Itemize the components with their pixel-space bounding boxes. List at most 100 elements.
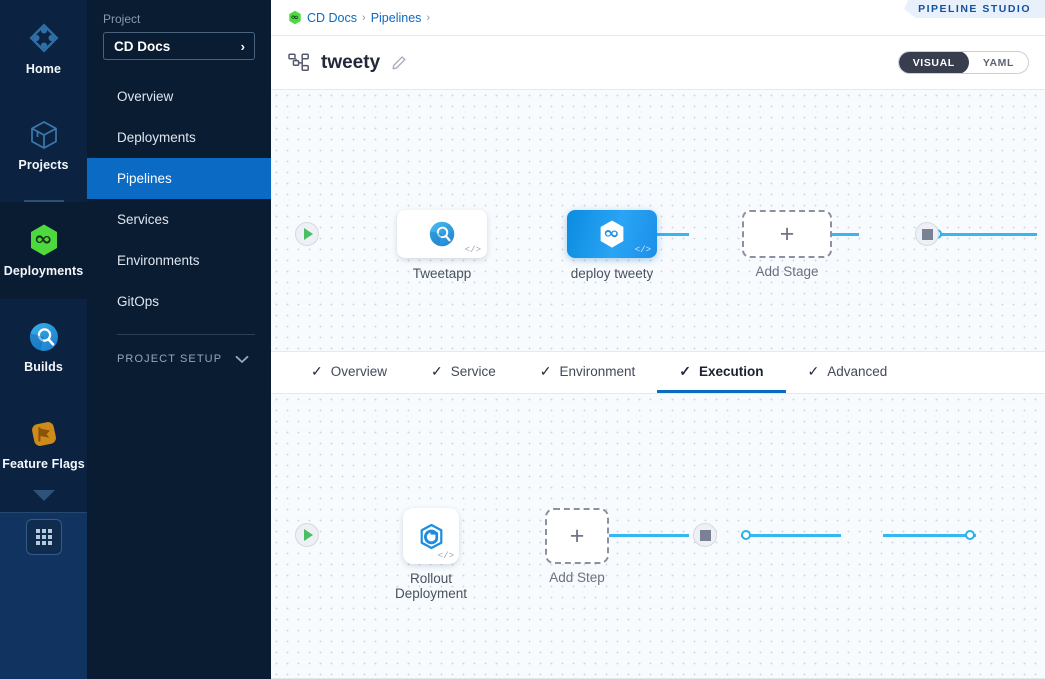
sidebar-item-gitops[interactable]: GitOps (87, 281, 271, 322)
grid-apps-icon (35, 529, 52, 545)
execution-start-node (295, 523, 319, 547)
home-diamond-icon (27, 21, 61, 55)
project-selector[interactable]: CD Docs › (103, 32, 255, 60)
stage-node-deploy-tweety[interactable]: </> deploy tweety (567, 210, 657, 281)
rail-item-home[interactable]: Home (0, 0, 87, 97)
stage-node-label: Tweetapp (412, 266, 472, 281)
tab-execution[interactable]: ✓ Execution (657, 352, 786, 393)
stop-end-icon (915, 222, 939, 246)
rail-item-projects[interactable]: Projects (0, 97, 87, 194)
add-step-label: Add Step (549, 570, 605, 585)
builds-magnifier-icon (28, 321, 60, 353)
sidebar-item-deployments[interactable]: Deployments (87, 117, 271, 158)
stage-card[interactable]: </> (397, 210, 487, 258)
breadcrumb-link-cd-docs[interactable]: CD Docs (307, 10, 358, 25)
toggle-option-yaml[interactable]: YAML (982, 56, 1014, 69)
chevron-down-icon (235, 355, 249, 364)
check-icon: ✓ (311, 362, 323, 379)
tab-environment[interactable]: ✓ Environment (518, 352, 658, 393)
rail-item-label: Builds (24, 360, 63, 374)
module-rail: Home Projects Deployments (0, 0, 87, 679)
play-start-icon (295, 222, 319, 246)
step-code-badge: </> (437, 551, 454, 561)
tab-label: Overview (330, 363, 387, 379)
harness-cd-hexagon-icon (28, 223, 60, 257)
step-node-label-line1: Rollout (409, 571, 453, 586)
rail-divider (0, 194, 87, 202)
rail-bottom-controls (0, 480, 87, 679)
toggle-option-visual[interactable]: VISUAL (898, 52, 969, 73)
plus-icon: + (779, 219, 795, 248)
tab-label: Environment (559, 363, 636, 379)
pipeline-studio-badge: PIPELINE STUDIO (904, 0, 1045, 18)
sidebar-project-setup-label: PROJECT SETUP (117, 353, 223, 365)
sidebar-item-label: Overview (117, 89, 174, 104)
rail-item-label: Feature Flags (2, 457, 85, 471)
chevron-right-icon: › (240, 38, 245, 54)
sidebar-item-label: Pipelines (117, 171, 172, 186)
breadcrumb-separator: › (426, 11, 431, 24)
pipeline-end-node (915, 222, 939, 246)
tab-label: Advanced (827, 363, 888, 379)
project-sidebar: Project CD Docs › Overview Deployments P… (87, 0, 271, 679)
tab-label: Execution (699, 363, 764, 379)
sidebar-item-environments[interactable]: Environments (87, 240, 271, 281)
sidebar-item-label: Deployments (117, 130, 196, 145)
tab-label: Service (450, 363, 496, 379)
play-start-icon (295, 523, 319, 547)
execution-step-canvas[interactable]: </> Rollout Deployment + Add Step (271, 394, 1045, 679)
check-icon: ✓ (807, 362, 820, 379)
connector-deploy-to-addstage (937, 233, 1037, 236)
pipeline-title-group: tweety (288, 52, 407, 74)
add-stage-node[interactable]: + Add Stage (742, 210, 832, 279)
rail-item-label: Projects (18, 158, 69, 172)
sidebar-project-setup[interactable]: PROJECT SETUP (87, 335, 271, 365)
stage-canvas[interactable]: </> Tweetapp </> deploy tweety (271, 90, 1045, 352)
sidebar-item-services[interactable]: Services (87, 199, 271, 240)
pipeline-title-bar: tweety VISUAL YAML (271, 36, 1045, 90)
chevron-down-icon (31, 488, 57, 502)
execution-end-node (693, 523, 717, 547)
sidebar-section-label: Project (103, 12, 141, 26)
connector-dot (741, 530, 751, 540)
sidebar-item-label: Environments (117, 253, 200, 268)
sidebar-item-label: Services (117, 212, 169, 227)
step-card[interactable]: </> (403, 508, 459, 564)
breadcrumb: CD Docs › Pipelines › (288, 10, 430, 25)
project-name: CD Docs (114, 38, 171, 54)
check-icon: ✓ (539, 362, 552, 379)
rail-item-feature-flags[interactable]: Feature Flags (0, 396, 87, 493)
step-node-rollout-deployment[interactable]: </> Rollout Deployment (395, 508, 467, 601)
tab-service[interactable]: ✓ Service (409, 352, 518, 393)
visual-yaml-toggle[interactable]: VISUAL YAML (897, 51, 1029, 74)
breadcrumb-separator: › (362, 11, 366, 24)
sidebar-item-pipelines[interactable]: Pipelines (87, 158, 271, 199)
rail-item-deployments[interactable]: Deployments (0, 202, 87, 299)
check-icon: ✓ (679, 362, 692, 379)
page-title: tweety (321, 51, 381, 73)
rail-item-label: Deployments (3, 264, 84, 278)
apps-grid-button[interactable] (25, 519, 62, 555)
sidebar-item-overview[interactable]: Overview (87, 76, 271, 117)
harness-cd-hexagon-icon (288, 10, 302, 25)
step-node-label: Rollout Deployment (351, 571, 511, 601)
breadcrumb-link-pipelines[interactable]: Pipelines (370, 10, 422, 25)
stage-card-selected[interactable]: </> (567, 210, 657, 258)
rail-collapse-button[interactable] (31, 480, 57, 512)
rail-item-label: Home (25, 62, 62, 76)
add-stage-button[interactable]: + (742, 210, 832, 258)
main-area: CD Docs › Pipelines › PIPELINE STUDIO (271, 0, 1045, 679)
rail-item-builds[interactable]: Builds (0, 299, 87, 396)
connector-addstep-to-end (883, 534, 976, 537)
pipeline-start-node (295, 222, 319, 246)
pencil-edit-icon[interactable] (391, 55, 407, 71)
kubernetes-rollout-icon (418, 523, 445, 550)
add-step-button[interactable]: + (545, 508, 609, 564)
add-step-node[interactable]: + Add Step (545, 508, 609, 585)
stage-node-tweetapp[interactable]: </> Tweetapp (397, 210, 487, 281)
connector-dot (965, 530, 975, 540)
builds-magnifier-icon (428, 220, 456, 248)
tab-advanced[interactable]: ✓ Advanced (786, 352, 910, 393)
tab-overview[interactable]: ✓ Overview (289, 352, 409, 393)
